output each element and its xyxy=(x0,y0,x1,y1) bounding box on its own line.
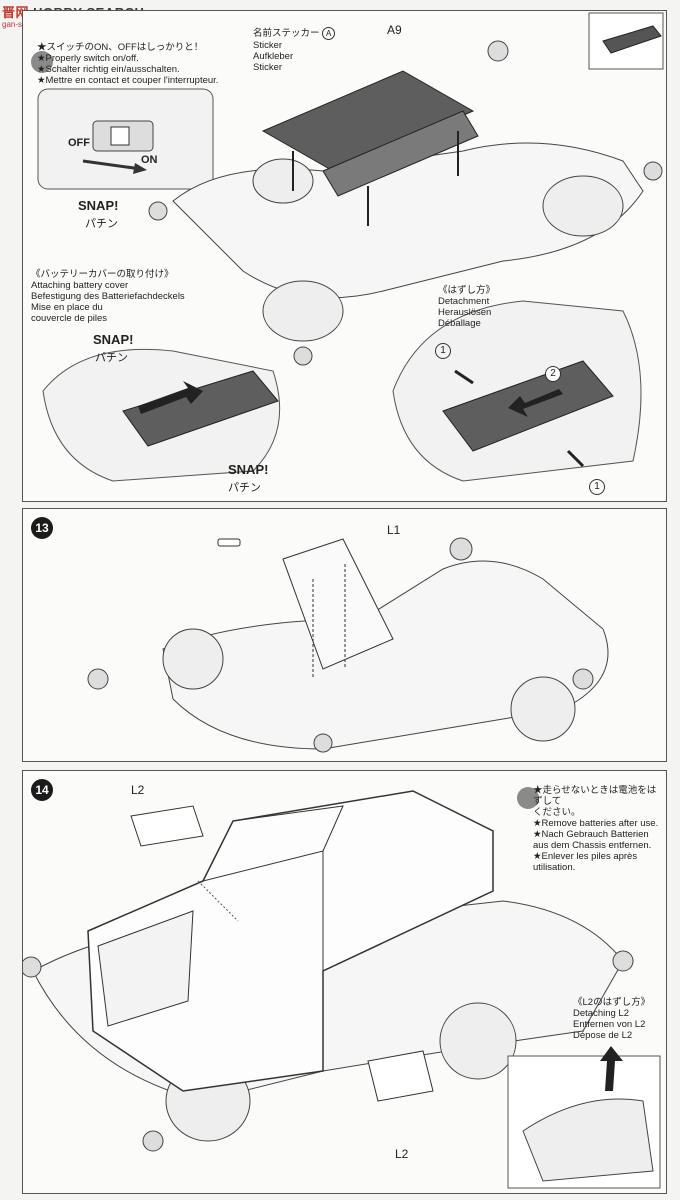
l2-detach-line: 《L2のはずし方》 xyxy=(573,997,651,1008)
switch-note-line: ★スイッチのON、OFFはしっかりと！ xyxy=(37,42,204,53)
snap-label-2: SNAP! xyxy=(93,332,134,347)
attach-line: Attaching battery cover xyxy=(31,280,129,291)
snap-label: SNAP! xyxy=(78,198,119,213)
battery-note-line: ★Enlever les piles après xyxy=(533,851,638,862)
step14-illustration xyxy=(23,790,661,1189)
detach-line: Herauslösen xyxy=(438,307,492,318)
battery-note-line: aus dem Chassis entfernen. xyxy=(533,840,652,851)
attach-line: couvercle de piles xyxy=(31,313,108,324)
detach-line: Detachment xyxy=(438,296,490,307)
switch-note-line: ★Mettre en contact et couper l'interrupt… xyxy=(37,75,219,86)
sticker-line: Aufkleber xyxy=(253,51,294,62)
top-panel: ★スイッチのON、OFFはしっかりと！ ★Properly switch on/… xyxy=(22,10,667,502)
top-panel-illustration xyxy=(37,12,664,482)
step14-number: 14 xyxy=(31,779,53,801)
attach-note: 《バッテリーカバーの取り付け》 Attaching battery cover … xyxy=(31,269,231,324)
on-label: ON xyxy=(141,154,158,166)
l2-detach-note: 《L2のはずし方》 Detaching L2 Entfernen von L2 … xyxy=(573,997,666,1041)
l2-detach-line: Dépose de L2 xyxy=(573,1030,633,1041)
detach-line: Déballage xyxy=(438,318,481,329)
l2-detach-line: Detaching L2 xyxy=(573,1008,629,1019)
attach-line: Befestigung des Batteriefachdeckels xyxy=(31,291,185,302)
snap-label-3: SNAP! xyxy=(228,462,269,477)
sticker-ref-badge: A xyxy=(322,27,336,40)
step13-number: 13 xyxy=(31,517,53,539)
battery-note: ★走らせないときは電池をはずして ください。 ★Remove batteries… xyxy=(533,785,663,873)
part-a9-label: A9 xyxy=(387,23,402,37)
part-l2-top-label: L2 xyxy=(131,783,145,797)
battery-note-line: ★Nach Gebrauch Batterien xyxy=(533,829,649,840)
sticker-line-jp: 名前ステッカー A xyxy=(253,27,363,40)
step14-panel: 14 L2 L2 ★走らせないときは電池をはずして ください。 ★Remove … xyxy=(22,770,667,1194)
watermark-left: 晋网 xyxy=(2,5,30,20)
step13-illustration xyxy=(87,537,609,753)
detach-step-1: 1 xyxy=(435,343,451,359)
attach-line: Mise en place du xyxy=(31,302,103,313)
battery-note-line: ★走らせないときは電池をはずして xyxy=(533,785,657,807)
snap-jp-label: パチン xyxy=(85,218,118,230)
note-bubble-icon xyxy=(517,787,539,809)
battery-note-line: ください。 xyxy=(533,807,581,818)
switch-note-line: ★Schalter richtig ein/ausschalten. xyxy=(37,64,180,75)
part-l2-bottom-label: L2 xyxy=(395,1147,409,1161)
part-l1-label: L1 xyxy=(387,523,401,537)
off-label: OFF xyxy=(68,137,90,149)
detach-note: 《はずし方》 Detachment Herauslösen Déballage xyxy=(438,285,578,329)
step13-panel: 13 L1 xyxy=(22,508,667,762)
switch-note: ★スイッチのON、OFFはしっかりと！ ★Properly switch on/… xyxy=(37,42,257,86)
attach-line: 《バッテリーカバーの取り付け》 xyxy=(31,269,174,280)
detach-step-2: 2 xyxy=(545,366,561,382)
battery-note-line: utilisation. xyxy=(533,862,576,873)
snap-jp-label-2: パチン xyxy=(95,352,128,364)
detach-line: 《はずし方》 xyxy=(438,285,496,296)
snap-jp-label-3: パチン xyxy=(228,482,261,494)
sticker-line: Sticker xyxy=(253,40,283,51)
detach-step-1b: 1 xyxy=(589,479,605,495)
l2-detach-line: Entfernen von L2 xyxy=(573,1019,646,1030)
note-bubble-icon xyxy=(31,51,53,73)
sticker-line: Sticker xyxy=(253,62,283,73)
sticker-note: 名前ステッカー A Sticker Aufkleber Sticker xyxy=(253,27,363,73)
switch-note-line: ★Properly switch on/off. xyxy=(37,53,139,64)
battery-note-line: ★Remove batteries after use. xyxy=(533,818,659,829)
